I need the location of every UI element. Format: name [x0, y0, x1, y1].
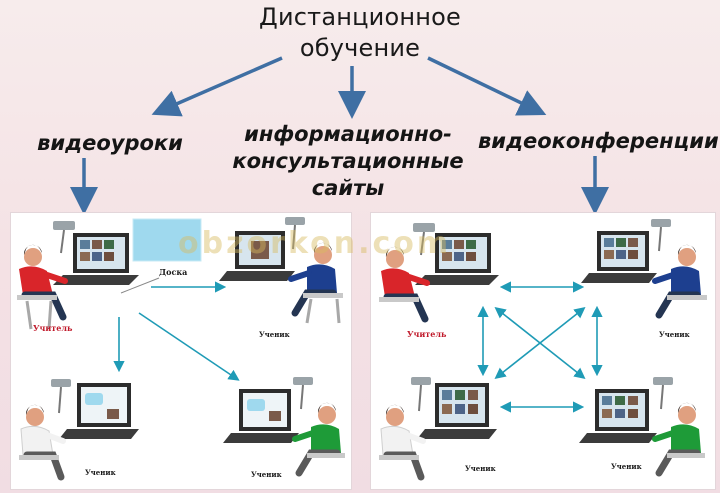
branch-video-lessons: видеоуроки: [37, 131, 183, 155]
student-workstation-1: [219, 217, 343, 324]
student-label-3: Ученик: [251, 470, 282, 479]
student-workstation-3: [223, 377, 345, 477]
branch-info-sites-line-2: консультационные: [232, 149, 464, 173]
conference-student-workstation-1: [581, 219, 707, 319]
arrow-to-video-conferences: [427, 56, 547, 116]
conference-teacher-workstation: [379, 223, 499, 323]
video-conferences-panel: Учитель Ученик: [370, 212, 716, 490]
conference-student-label-2: Ученик: [465, 464, 496, 473]
branch-video-conferences: видеоконференции: [478, 129, 719, 153]
arrow-diagonal-2: [494, 307, 586, 379]
conference-student-workstation-3: [579, 377, 705, 477]
watermark: obzorkon.com: [178, 226, 452, 261]
teacher-workstation: [17, 221, 139, 330]
board: [132, 218, 202, 262]
conference-student-label-3: Ученик: [611, 462, 642, 471]
diagram-title-line-2: обучение: [299, 34, 421, 62]
student-label-2: Ученик: [85, 468, 116, 477]
student-label-1: Ученик: [259, 330, 290, 339]
student-workstation-2: [19, 379, 139, 481]
arrow-to-video-lessons: [151, 56, 283, 117]
video-conferences-illustration: Учитель Ученик: [379, 219, 707, 481]
teacher-label: Учитель: [33, 323, 73, 333]
top-arrows: [70, 56, 609, 215]
arrow-teacher-to-student-3: [138, 312, 240, 381]
branch-info-sites-line-3: сайты: [311, 176, 385, 200]
conference-student-workstation-2: [379, 377, 497, 481]
video-lessons-illustration: Доска Учитель Ученик: [17, 217, 345, 481]
branch-info-sites-line-1: информационно-: [244, 122, 452, 146]
conference-teacher-label: Учитель: [407, 329, 447, 339]
conference-student-label-1: Ученик: [659, 330, 690, 339]
diagram-title-line-1: Дистанционное: [259, 3, 461, 31]
board-label: Доска: [159, 267, 187, 277]
video-lessons-panel: Доска Учитель Ученик: [10, 212, 352, 490]
